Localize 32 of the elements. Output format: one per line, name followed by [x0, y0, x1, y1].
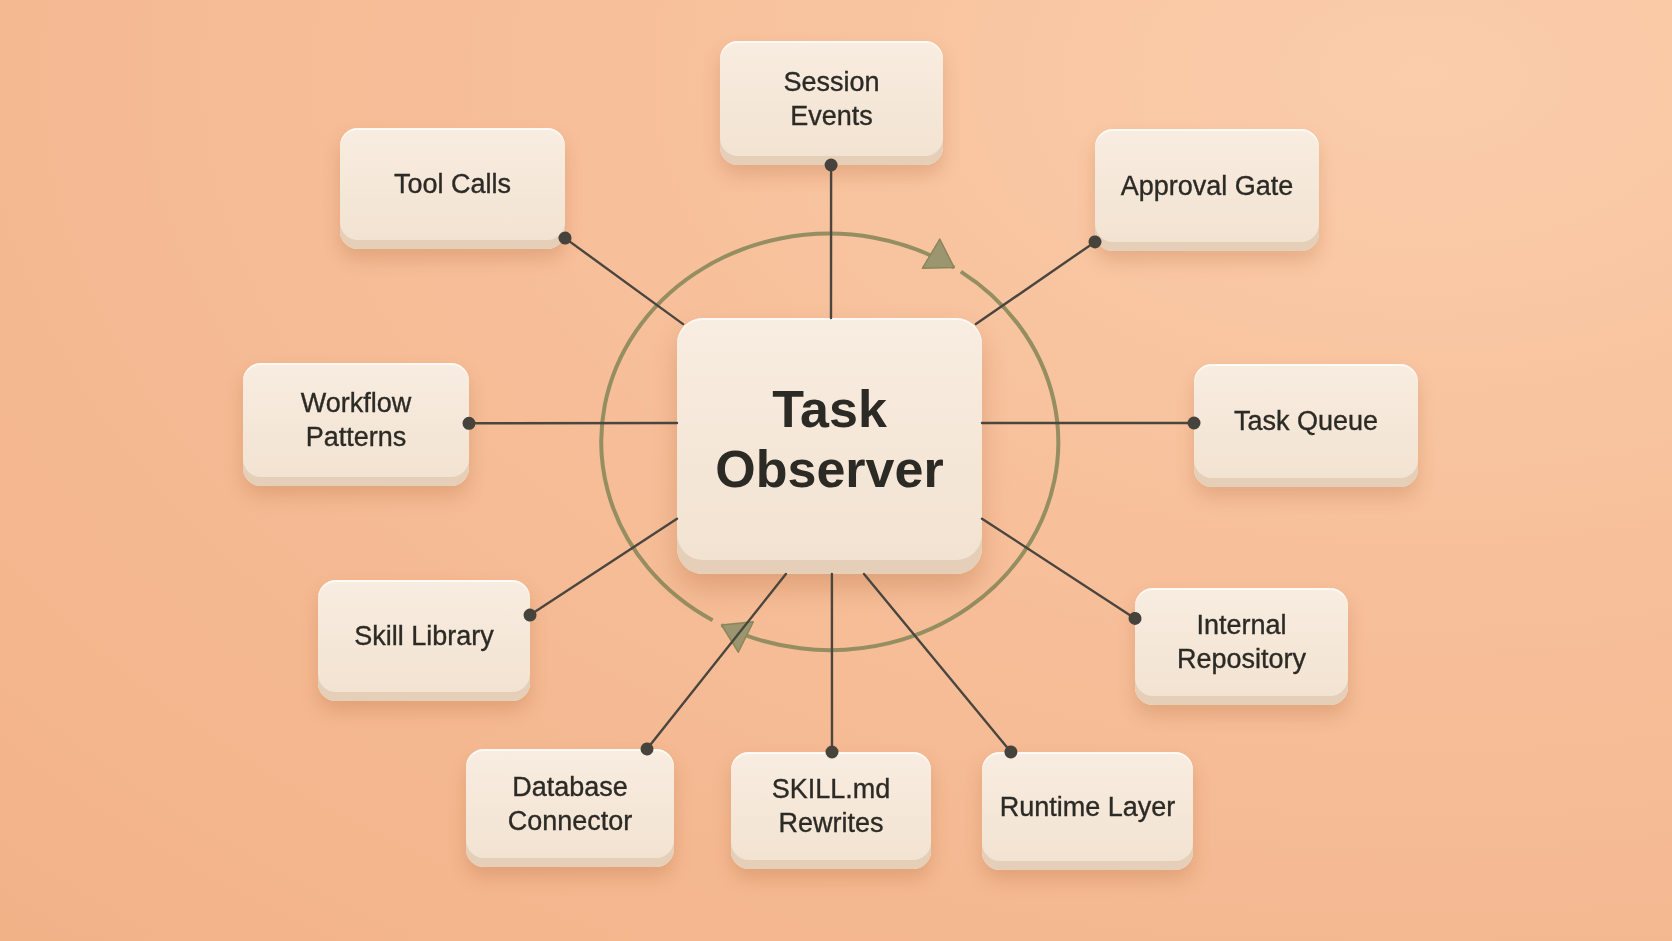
node-label: SKILL.md Rewrites: [771, 773, 891, 840]
node-label: Internal Repository: [1176, 609, 1307, 676]
node-box: [243, 363, 469, 486]
connector-line: [980, 517, 1142, 625]
node-box: [340, 128, 565, 249]
hub-box: [677, 318, 982, 574]
hub-label: Task Observer: [715, 379, 944, 499]
connector-line: [640, 572, 788, 756]
node-label: Tool Calls: [393, 168, 511, 201]
connector-line: [462, 416, 679, 430]
connector-line: [862, 572, 1018, 759]
node-label: Workflow Patterns: [300, 387, 412, 454]
node-label: Skill Library: [354, 620, 494, 653]
node-box: [982, 752, 1193, 870]
connector-line: [558, 231, 685, 326]
node-box: [720, 41, 943, 165]
node-box: [318, 580, 530, 701]
connector-line: [974, 235, 1102, 326]
node-label: Approval Gate: [1120, 169, 1294, 203]
node-label: Task Queue: [1233, 405, 1379, 438]
connector-line: [824, 158, 838, 320]
node-box: [1135, 588, 1348, 705]
node-box: [731, 752, 931, 869]
connector-line: [980, 416, 1201, 430]
node-box: [1095, 129, 1319, 251]
node-box: [1194, 364, 1418, 487]
node-label: Runtime Layer: [999, 790, 1176, 824]
connector-line: [825, 572, 839, 759]
node-box: [466, 749, 674, 867]
connector-line: [523, 517, 679, 622]
node-label: Database Connector: [507, 770, 633, 838]
node-label: Session Events: [783, 65, 880, 133]
